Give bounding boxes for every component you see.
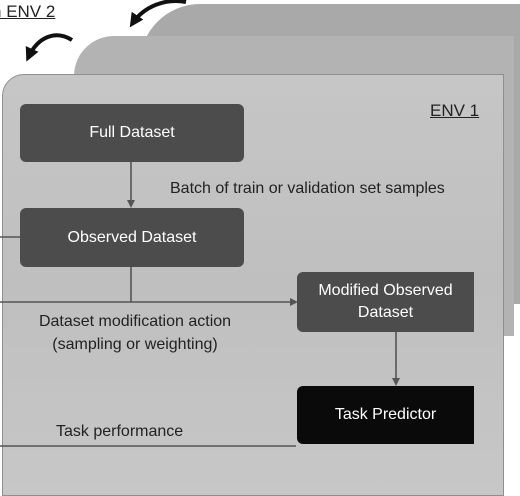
connector-layer [0, 0, 400, 447]
env2-label: n ENV 2 [0, 2, 55, 22]
env2-label-text: ENV 2 [6, 2, 56, 21]
modification-action-label: Dataset modification action (sampling or… [30, 310, 240, 356]
observed-dataset-box: Observed Dataset [20, 208, 244, 267]
task-predictor-box: Task Predictor [297, 386, 474, 444]
batch-samples-label: Batch of train or validation set samples [170, 180, 445, 197]
observed-dataset-label: Observed Dataset [67, 228, 197, 246]
modified-observed-label-line2: Dataset [357, 304, 414, 321]
modification-action-line1: Dataset modification action [38, 313, 232, 330]
full-dataset-box: Full Dataset [20, 104, 244, 162]
env1-label: ENV 1 [430, 101, 480, 120]
curved-arrow-lower [25, 33, 74, 62]
modification-action-line2: (sampling or weighting) [52, 336, 218, 353]
modified-observed-label-line1: Modified Observed [318, 282, 453, 299]
task-predictor-label: Task Predictor [334, 406, 437, 423]
arrow-observed-to-modified [130, 267, 298, 306]
modified-observed-dataset-box: Modified Observed Dataset [297, 272, 474, 332]
curved-arrow-upper [129, 0, 187, 28]
full-dataset-label: Full Dataset [89, 124, 175, 141]
task-performance-label: Task performance [56, 423, 184, 440]
